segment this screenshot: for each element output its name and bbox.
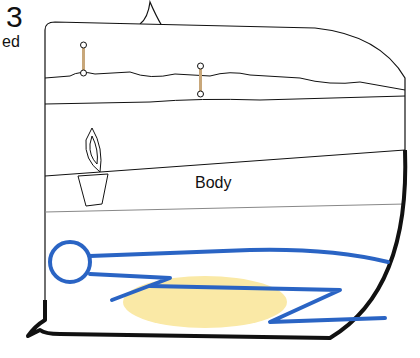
pin [198, 63, 204, 97]
deck-line [45, 72, 405, 90]
lying-figure [50, 242, 388, 322]
hull-outline [45, 22, 405, 300]
port [86, 128, 101, 172]
fin [140, 2, 162, 26]
port [90, 136, 98, 164]
hull-bottom [28, 150, 405, 338]
stain [123, 276, 287, 328]
inner-line [45, 204, 405, 212]
panel-number: 3 [6, 2, 23, 32]
cut-label: ed [2, 34, 20, 50]
part-label: Body [195, 175, 231, 191]
pin [81, 42, 87, 76]
cut-line [45, 96, 405, 104]
hatch [78, 174, 108, 206]
